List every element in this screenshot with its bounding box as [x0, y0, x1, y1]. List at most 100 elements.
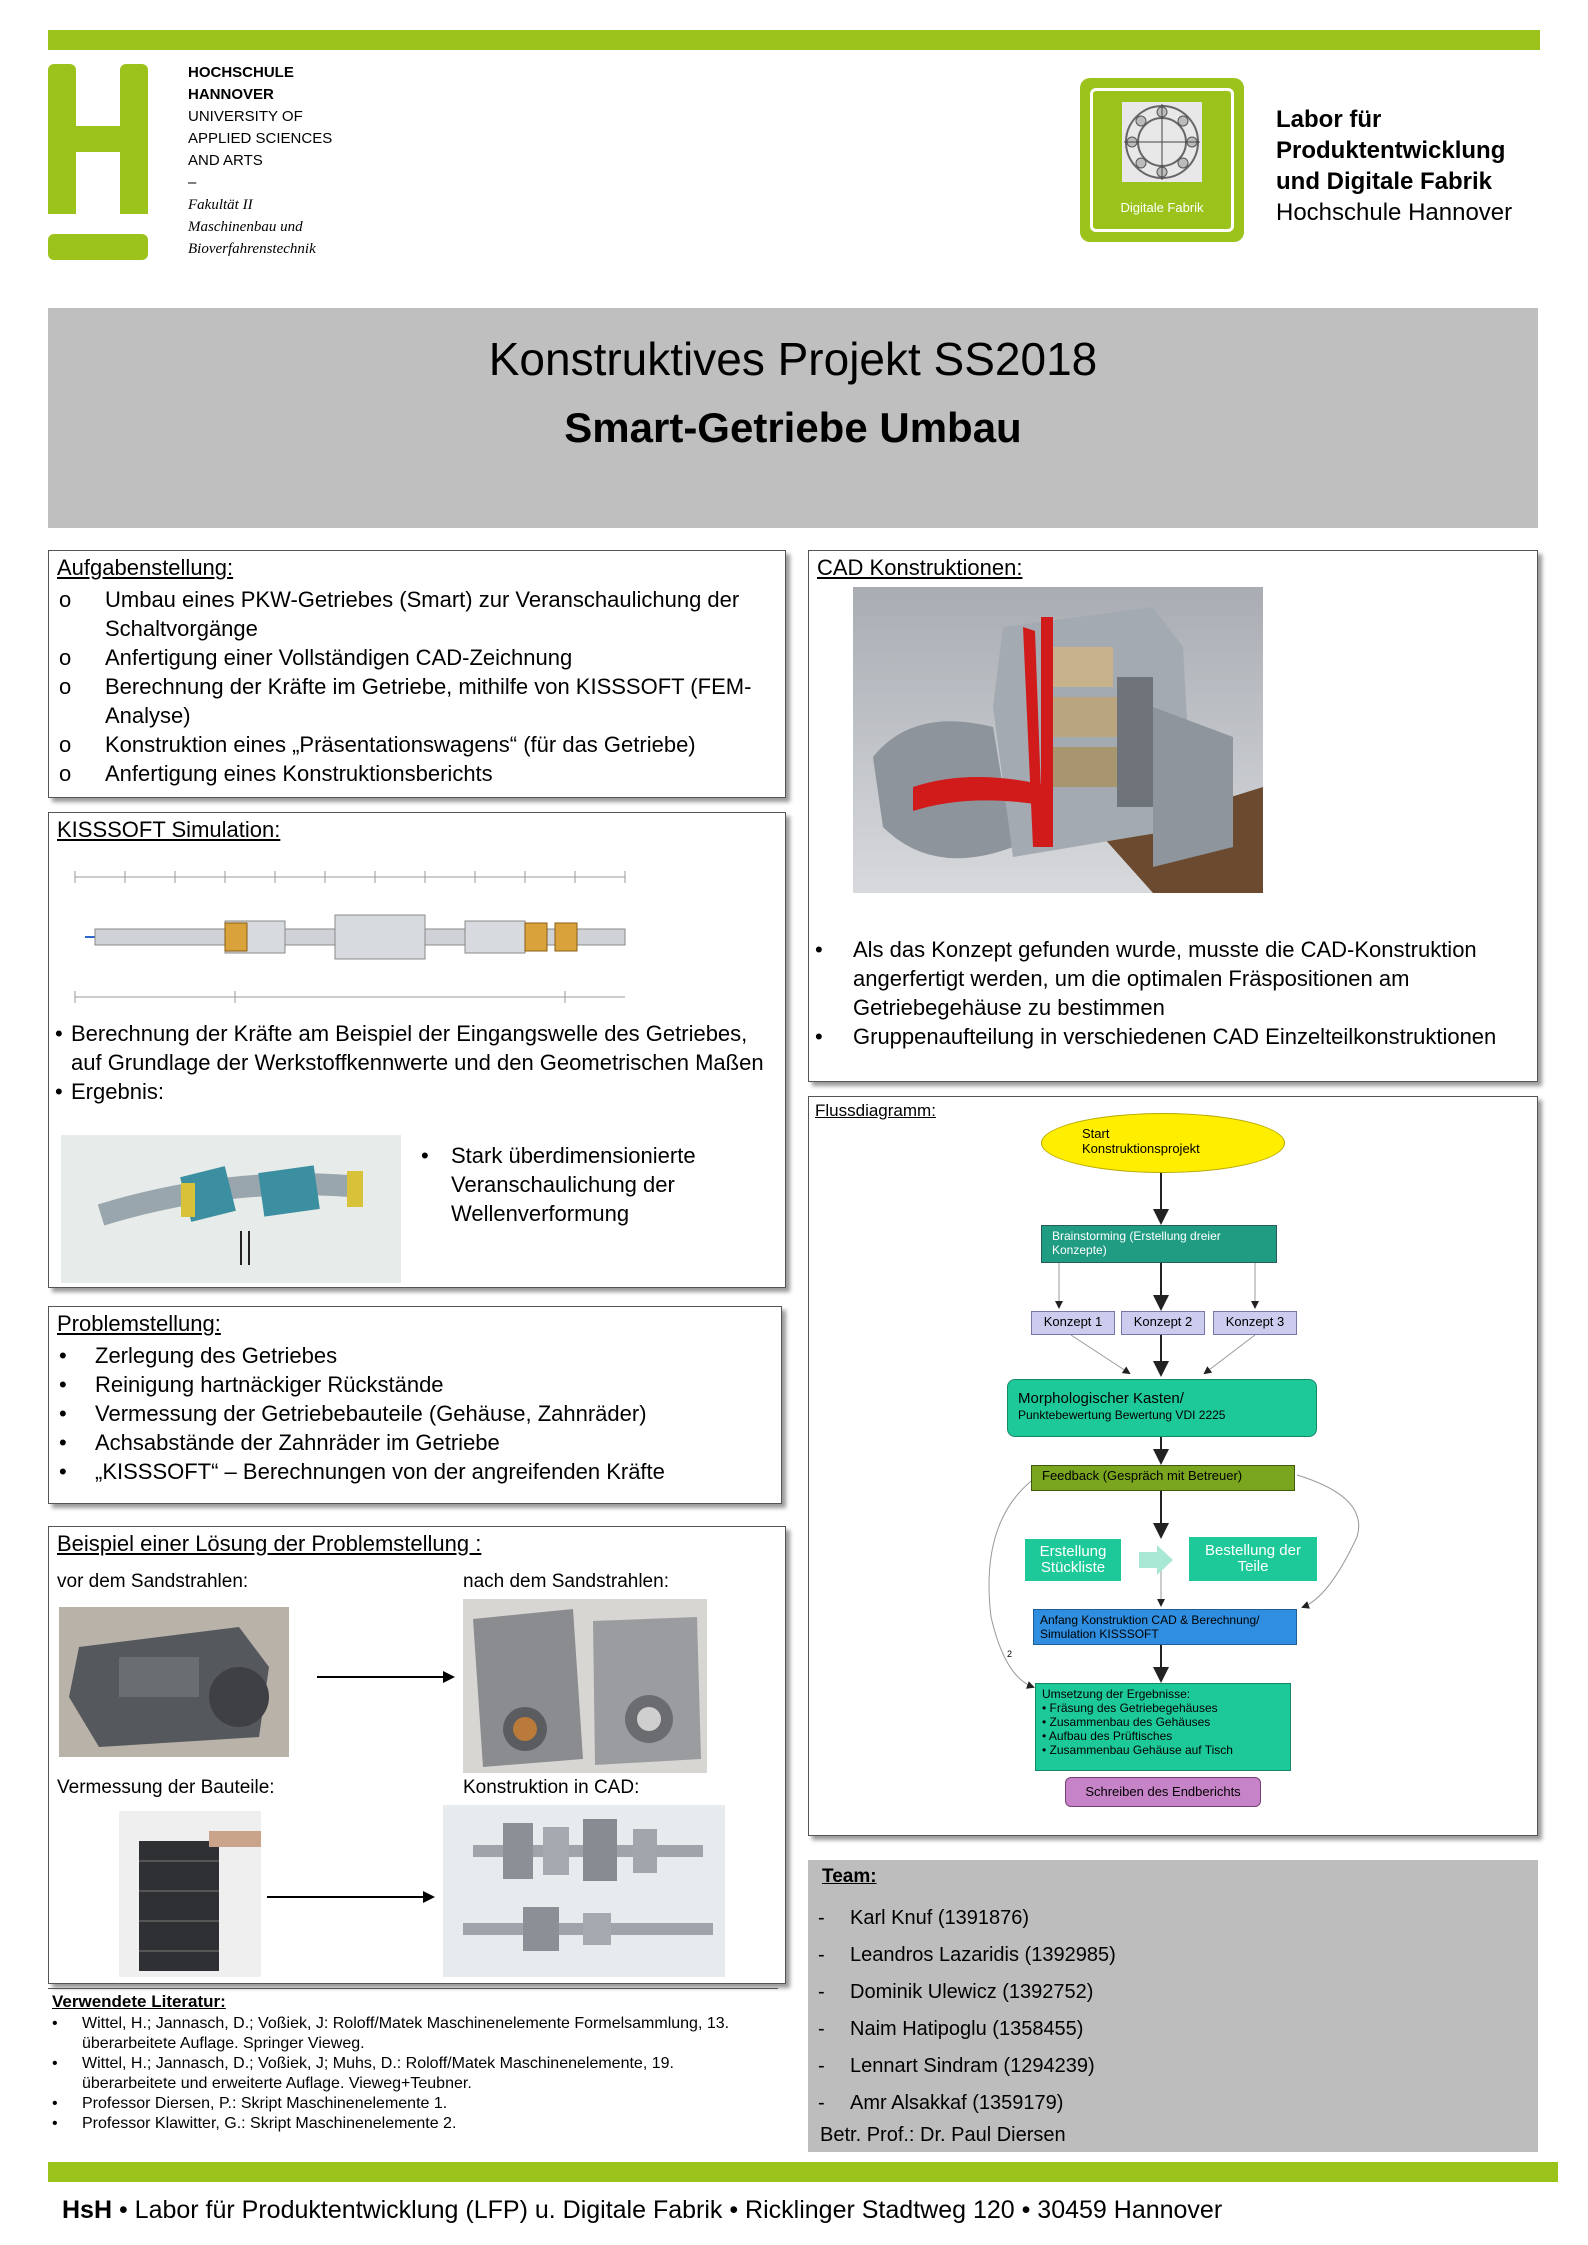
list-item: •Als das Konzept gefunden wurde, musste … [815, 937, 1477, 1020]
list-item-text: Zerlegung des Getriebes [95, 1343, 338, 1368]
list-item-text: Professor Diersen, P.: Skript Maschinene… [82, 2095, 448, 2112]
side-note: • Stark überdimensionierte Veranschaulic… [421, 1141, 741, 1228]
list-item: •Gruppenaufteilung in verschiedenen CAD … [815, 1024, 1497, 1049]
flow-box-text: Erstellung Stückliste [1039, 1543, 1107, 1576]
team-member: -Karl Knuf (1391876) [818, 1907, 1030, 1929]
list-item-text: Anfertigung eines Konstruktionsberichts [105, 761, 493, 786]
label-before: vor dem Sandstrahlen: [57, 1571, 249, 1592]
flow-feedback: Feedback (Gespräch mit Betreuer) [1031, 1465, 1295, 1491]
flow-box-text: Bestellung der Teile [1205, 1542, 1301, 1575]
list-item: •Zerlegung des Getriebes [59, 1343, 338, 1368]
list-item: •Berechnung der Kräfte am Beispiel der E… [55, 1021, 764, 1075]
logo-line: HANNOVER [188, 86, 274, 103]
flow-konzept: Konzept 3 [1213, 1311, 1297, 1335]
list-item-text: Berechnung der Kräfte am Beispiel der Ei… [71, 1021, 764, 1075]
label-measure: Vermessung der Bauteile: [57, 1777, 275, 1798]
flow-start-text: Start Konstruktionsprojekt [1082, 1126, 1200, 1156]
list-item: •Professor Klawitter, G.: Skript Maschin… [52, 2115, 457, 2132]
section-heading: Team: [822, 1866, 877, 1887]
list-item-text: Als das Konzept gefunden wurde, musste d… [853, 937, 1477, 1020]
team-member: -Naim Hatipoglu (1358455) [818, 2018, 1084, 2040]
list-item-text: Reinigung hartnäckiger Rückstände [95, 1372, 444, 1397]
lab-badge-text: Digitale Fabrik [1120, 200, 1204, 215]
flow-brainstorming: Brainstorming (Erstellung dreier Konzept… [1041, 1225, 1277, 1263]
supervisor: Betr. Prof.: Dr. Paul Diersen [820, 2124, 1066, 2146]
loop-label: 2 [1007, 1649, 1013, 1659]
list-item-text: Umbau eines PKW-Getriebes (Smart) zur Ve… [105, 587, 740, 641]
cad-box: CAD Konstruktionen: •Als das Konzept gef… [808, 550, 1538, 1082]
bottom-bar [48, 2162, 1558, 2182]
flow-box-text: Umsetzung der Ergebnisse: [1042, 1687, 1191, 1701]
flow-box-text: Feedback (Gespräch mit Betreuer) [1042, 1468, 1243, 1483]
poster-subtitle: Smart-Getriebe Umbau [564, 404, 1022, 451]
flow-umsetzung: Umsetzung der Ergebnisse: • Fräsung des … [1035, 1683, 1291, 1771]
flow-morpho: Morphologischer Kasten/ Punktebewertung … [1007, 1379, 1317, 1437]
list-item-text: Achsabstände der Zahnräder im Getriebe [95, 1430, 500, 1455]
lab-name-line: Produktentwicklung [1276, 137, 1506, 164]
flow-start: Start Konstruktionsprojekt [1041, 1113, 1285, 1173]
logo-line: Bioverfahrenstechnik [188, 241, 316, 257]
flow-konzept: Konzept 1 [1031, 1311, 1115, 1335]
list-item-text: Wittel, H.; Jannasch, D.; Voßiek, J: Rol… [82, 2015, 730, 2052]
poster-title: Konstruktives Projekt SS2018 [488, 333, 1098, 385]
flow-bullet: • Zusammenbau des Gehäuses [1042, 1715, 1211, 1729]
list-item: •Ergebnis: [55, 1079, 164, 1104]
section-heading: Flussdiagramm: [815, 1101, 936, 1120]
section-heading: KISSSOFT Simulation: [57, 817, 281, 842]
list-item: o Anfertigung einer Vollständigen CAD-Ze… [59, 645, 573, 670]
list-item: •Reinigung hartnäckiger Rückstände [59, 1372, 444, 1397]
logo-line: Maschinenbau und [188, 219, 303, 235]
chevron-right-icon [1139, 1545, 1173, 1575]
team-member: -Amr Alsakkaf (1359179) [818, 2092, 1064, 2114]
team-panel: Team: -Karl Knuf (1391876) -Leandros Laz… [808, 1860, 1538, 2152]
team-member: -Leandros Lazaridis (1392985) [818, 1944, 1116, 1966]
team-member: -Lennart Sindram (1294239) [818, 2055, 1095, 2077]
side-note-text: Stark überdimensionierte Veranschaulichu… [451, 1143, 696, 1226]
flow-bullet: • Zusammenbau Gehäuse auf Tisch [1042, 1743, 1233, 1757]
list-item: •Wittel, H.; Jannasch, D.; Voßiek, J: Ro… [52, 2015, 730, 2052]
list-item: •Wittel, H.; Jannasch, D.; Voßiek, J; Mu… [52, 2055, 674, 2092]
list-item-text: Vermessung der Getriebebauteile (Gehäuse… [95, 1401, 647, 1426]
cad-gearbox-image [853, 587, 1263, 893]
footer-text: HsH • Labor für Produktentwicklung (LFP)… [62, 2196, 1223, 2224]
beispiel-box: Beispiel einer Lösung der Problemstellun… [48, 1526, 786, 1984]
list-item-text: Berechnung der Kräfte im Getriebe, mithi… [105, 674, 752, 728]
logo-line: AND ARTS [188, 152, 263, 169]
flow-box-text: Anfang Konstruktion CAD & Berechnung/ Si… [1040, 1613, 1260, 1641]
list-item: •„KISSSOFT“ – Berechnungen von der angre… [59, 1459, 665, 1484]
lab-logo: Digitale Fabrik [1080, 78, 1244, 242]
gearbox-after-photo [463, 1599, 707, 1773]
lab-name-line: und Digitale Fabrik [1276, 168, 1493, 195]
flow-stueckliste: Erstellung Stückliste [1025, 1539, 1121, 1581]
section-heading: Verwendete Literatur: [52, 1992, 226, 2011]
shaft-drawing [74, 871, 626, 1003]
gearbox-before-photo [59, 1607, 289, 1757]
logo-line: – [188, 174, 197, 191]
section-heading: Beispiel einer Lösung der Problemstellun… [57, 1531, 482, 1556]
label-cad: Konstruktion in CAD: [463, 1777, 640, 1798]
logo-line: UNIVERSITY OF [188, 108, 303, 125]
logo-line: APPLIED SCIENCES [188, 130, 333, 147]
label-after: nach dem Sandstrahlen: [463, 1571, 669, 1592]
kisssoft-box: KISSSOFT Simulation: •Berechnung der Krä… [48, 812, 786, 1288]
lab-name-line: Hochschule Hannover [1276, 199, 1513, 226]
list-item-text: Gruppenaufteilung in verschiedenen CAD E… [853, 1024, 1497, 1049]
flow-endbericht: Schreiben des Endberichts [1065, 1777, 1261, 1807]
flow-box-text: Brainstorming (Erstellung dreier Konzept… [1052, 1229, 1221, 1257]
list-item: •Vermessung der Getriebebauteile (Gehäus… [59, 1401, 647, 1426]
flow-box-text: Punktebewertung Bewertung VDI 2225 [1018, 1408, 1226, 1422]
flow-anfang: Anfang Konstruktion CAD & Berechnung/ Si… [1033, 1609, 1297, 1645]
flow-bullet: • Aufbau des Prüftisches [1042, 1729, 1173, 1743]
flow-bullet: • Fräsung des Getriebegehäuses [1042, 1701, 1218, 1715]
title-panel: Konstruktives Projekt SS2018 Smart-Getri… [48, 308, 1538, 528]
top-bar [48, 30, 1540, 50]
list-item-text: Konstruktion eines „Präsentationswagens“… [105, 732, 696, 757]
list-item-text: Ergebnis: [71, 1079, 164, 1104]
flussdiagramm-box: Flussdiagramm: 2 Start Konstruktionsproj… [808, 1096, 1538, 1836]
measurement-photo [119, 1811, 261, 1977]
flow-konzept: Konzept 2 [1121, 1311, 1205, 1335]
